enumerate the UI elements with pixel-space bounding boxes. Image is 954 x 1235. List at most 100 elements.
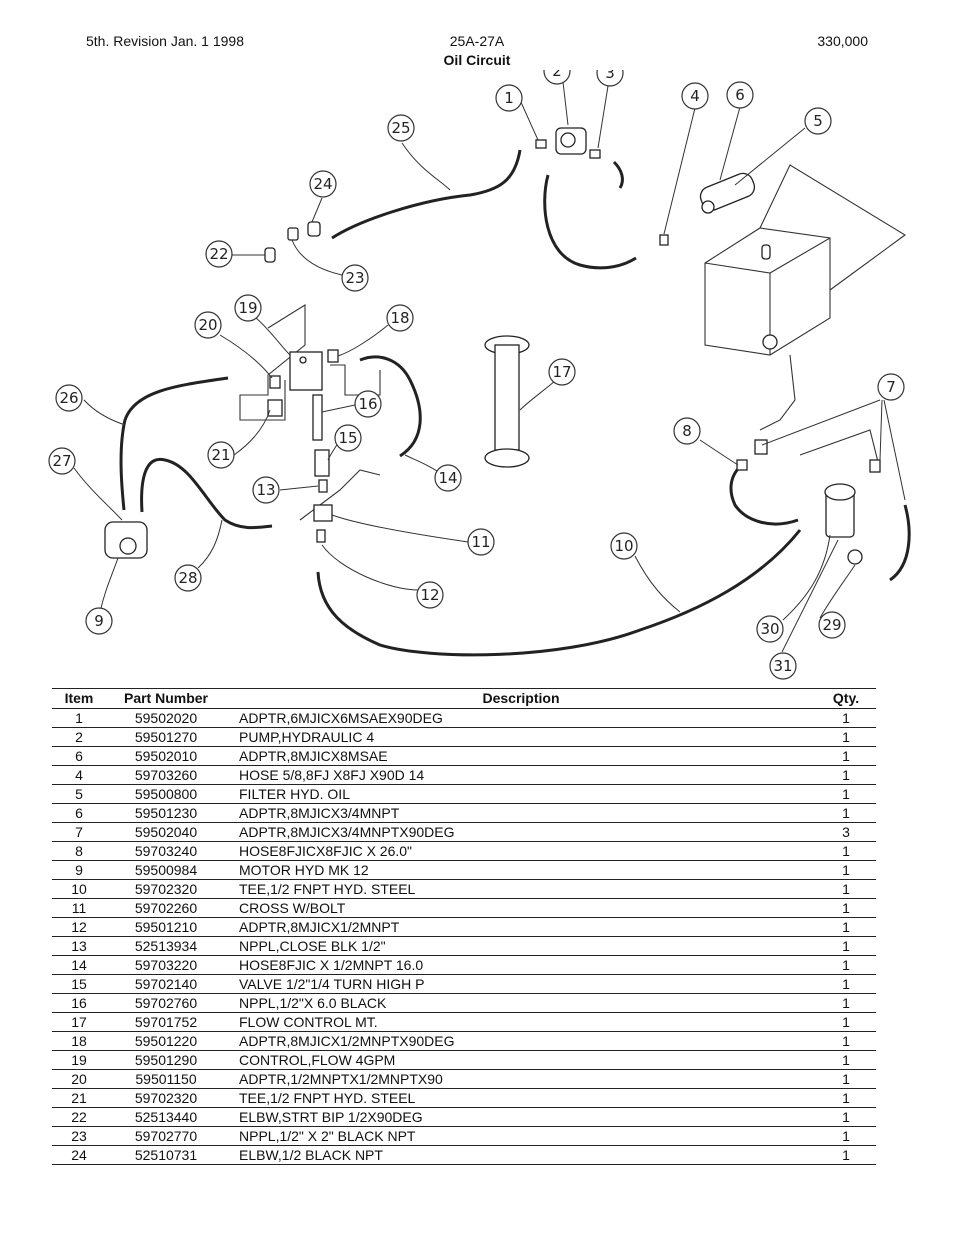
item-cell: 2 <box>52 727 106 747</box>
svg-text:11: 11 <box>471 533 490 551</box>
revision-label: 5th. Revision Jan. 1 1998 <box>86 33 244 49</box>
motor-9 <box>104 521 148 559</box>
callout-14: 14 <box>434 464 462 492</box>
pump-2 <box>555 127 587 155</box>
item-cell: 1 <box>52 708 106 728</box>
description-cell: NPPL,CLOSE BLK 1/2" <box>226 936 816 956</box>
svg-text:12: 12 <box>420 586 439 604</box>
description-cell: FILTER HYD. OIL <box>226 784 816 804</box>
callout-12: 12 <box>416 581 444 609</box>
qty-cell: 3 <box>816 822 876 842</box>
callout-10: 10 <box>610 532 638 560</box>
item-cell: 4 <box>52 765 106 785</box>
nipple-16 <box>312 394 323 441</box>
item-cell: 7 <box>52 822 106 842</box>
item-cell: 8 <box>52 841 106 861</box>
item-cell: 22 <box>52 1107 106 1127</box>
adapter-7a <box>754 439 768 455</box>
adapter-18 <box>327 349 339 363</box>
part-number-cell: 59501150 <box>106 1069 226 1089</box>
svg-text:30: 30 <box>760 620 779 638</box>
description-cell: ADPTR,8MJICX3/4MNPTX90DEG <box>226 822 816 842</box>
description-cell: CROSS W/BOLT <box>226 898 816 918</box>
svg-text:2: 2 <box>552 70 562 80</box>
hose-10 <box>316 529 802 657</box>
callout-16: 16 <box>354 390 382 418</box>
part-number-cell: 59502040 <box>106 822 226 842</box>
tee-21 <box>267 399 283 417</box>
svg-text:28: 28 <box>178 569 197 587</box>
adapter-3 <box>589 149 601 159</box>
callout-15: 15 <box>334 424 362 452</box>
filter-5 <box>699 172 756 214</box>
page-title: Oil Circuit <box>443 52 511 68</box>
part-number-cell: 59500800 <box>106 784 226 804</box>
svg-text:20: 20 <box>198 316 217 334</box>
svg-text:1: 1 <box>504 89 514 107</box>
part-number-cell: 52513440 <box>106 1107 226 1127</box>
callout-25: 25 <box>387 114 415 142</box>
callout-7: 7 <box>877 373 905 401</box>
callout-13: 13 <box>252 476 280 504</box>
hose-25 <box>331 149 522 240</box>
callout-28: 28 <box>174 564 202 592</box>
qty-cell: 1 <box>816 860 876 880</box>
description-cell: ADPTR,8MJICX3/4MNPT <box>226 803 816 823</box>
part-number-cell: 59500984 <box>106 860 226 880</box>
qty-cell: 1 <box>816 1126 876 1146</box>
svg-text:7: 7 <box>886 378 896 396</box>
valve-15 <box>314 449 330 477</box>
callout-17: 17 <box>548 358 576 386</box>
svg-text:22: 22 <box>209 245 228 263</box>
column-header-description: Description <box>226 688 816 709</box>
part-number-cell: 59703240 <box>106 841 226 861</box>
qty-cell: 1 <box>816 993 876 1013</box>
svg-text:15: 15 <box>338 429 357 447</box>
hose-8 <box>729 463 799 526</box>
callout-3: 3 <box>596 70 624 87</box>
description-cell: CONTROL,FLOW 4GPM <box>226 1050 816 1070</box>
part-number-cell: 59702320 <box>106 879 226 899</box>
part-number-cell: 59702770 <box>106 1126 226 1146</box>
description-cell: PUMP,HYDRAULIC 4 <box>226 727 816 747</box>
description-cell: ADPTR,1/2MNPTX1/2MNPTX90 <box>226 1069 816 1089</box>
callout-21: 21 <box>207 441 235 469</box>
item-cell: 23 <box>52 1126 106 1146</box>
description-cell: HOSE 5/8,8FJ X8FJ X90D 14 <box>226 765 816 785</box>
svg-text:24: 24 <box>313 175 332 193</box>
elbow-24 <box>307 221 321 237</box>
part-number-cell: 59501230 <box>106 803 226 823</box>
description-cell: NPPL,1/2"X 6.0 BLACK <box>226 993 816 1013</box>
part-number-cell: 59703260 <box>106 765 226 785</box>
callout-9: 9 <box>85 607 113 635</box>
qty-cell: 1 <box>816 955 876 975</box>
tee-frame <box>299 469 381 521</box>
hose-26 <box>119 376 229 511</box>
qty-cell: 1 <box>816 917 876 937</box>
item-cell: 10 <box>52 879 106 899</box>
qty-cell: 1 <box>816 1050 876 1070</box>
description-cell: VALVE 1/2"1/4 TURN HIGH P <box>226 974 816 994</box>
oil-filter-assembly <box>824 483 856 538</box>
svg-text:17: 17 <box>552 363 571 381</box>
callout-18: 18 <box>386 304 414 332</box>
svg-text:4: 4 <box>690 87 700 105</box>
callout-2: 2 <box>543 70 571 85</box>
callout-26: 26 <box>55 384 83 412</box>
qty-cell: 1 <box>816 1107 876 1127</box>
svg-text:31: 31 <box>773 657 792 675</box>
